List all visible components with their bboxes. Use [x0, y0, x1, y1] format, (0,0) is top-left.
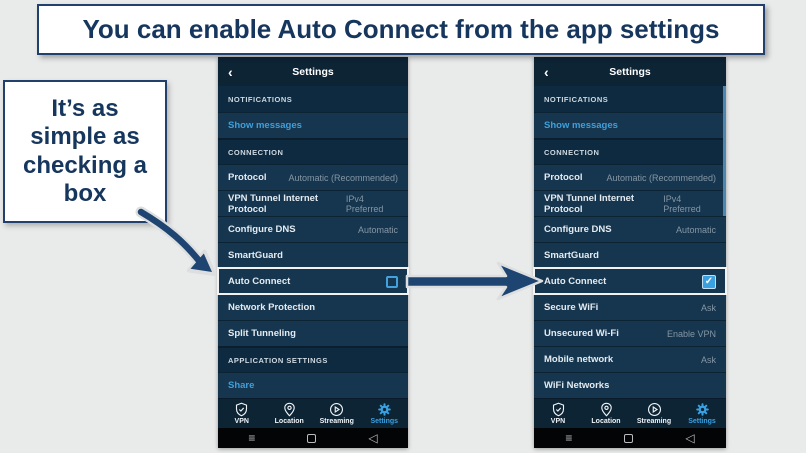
tab-vpn[interactable]: VPN [218, 399, 266, 428]
settings-row-smartguard[interactable]: SmartGuard [218, 242, 408, 268]
settings-row-unsecured-wifi[interactable]: Unsecured Wi-Fi Enable VPN [534, 320, 726, 346]
section-header-notifications: NOTIFICATIONS [534, 86, 726, 112]
settings-row-split-tunneling[interactable]: Split Tunneling [218, 320, 408, 346]
scrollbar-thumb[interactable] [723, 86, 726, 216]
callout-text: It’s as simple as checking a box [22, 94, 148, 207]
settings-row-network-protection[interactable]: Network Protection [218, 294, 408, 320]
settings-row-vpn-tunnel-protocol[interactable]: VPN Tunnel Internet Protocol IPv4 Prefer… [218, 190, 408, 216]
nav-home-icon[interactable] [624, 433, 634, 443]
settings-row-auto-connect[interactable]: Auto Connect [217, 267, 409, 295]
settings-row-share[interactable]: Share [218, 372, 408, 398]
phone1-settings-list: NOTIFICATIONS Show messages CONNECTION P… [217, 86, 409, 398]
tab-vpn[interactable]: VPN [534, 399, 582, 428]
phone2-settings-header: ‹ Settings [534, 57, 726, 86]
tab-settings[interactable]: Settings [361, 399, 409, 428]
auto-connect-checkbox-unchecked[interactable] [386, 275, 398, 288]
map-pin-icon [282, 402, 297, 417]
phone1-tab-bar: VPN Location Streaming [218, 398, 408, 428]
section-header-connection: CONNECTION [218, 138, 408, 164]
settings-row-mobile-network[interactable]: Mobile network Ask [534, 346, 726, 372]
map-pin-icon [599, 402, 614, 417]
tab-settings[interactable]: Settings [678, 399, 726, 428]
phone2-screenshot: ‹ Settings NOTIFICATIONS Show messages C… [533, 57, 727, 448]
settings-row-protocol[interactable]: Protocol Automatic (Recommended) [218, 164, 408, 190]
gear-icon [695, 402, 710, 417]
phone1-screenshot: ‹ Settings NOTIFICATIONS Show messages C… [217, 57, 409, 448]
settings-row-secure-wifi[interactable]: Secure WiFi Ask [534, 294, 726, 320]
settings-row-configure-dns[interactable]: Configure DNS Automatic [534, 216, 726, 242]
nav-menu-icon[interactable]: ≡ [565, 431, 573, 445]
tab-location[interactable]: Location [582, 399, 630, 428]
page-title: Settings [609, 65, 651, 78]
title-banner: You can enable Auto Connect from the app… [37, 4, 765, 55]
title-banner-text: You can enable Auto Connect from the app… [82, 14, 720, 44]
back-chevron-icon[interactable]: ‹ [544, 63, 549, 80]
tab-streaming[interactable]: Streaming [630, 399, 678, 428]
section-header-connection: CONNECTION [534, 138, 726, 164]
phone2-settings-list: NOTIFICATIONS Show messages CONNECTION P… [533, 86, 727, 398]
phone2-tab-bar: VPN Location Streaming [534, 398, 726, 428]
play-circle-icon [329, 402, 344, 417]
nav-back-icon[interactable]: ◁ [368, 431, 378, 445]
callout-box: It’s as simple as checking a box [3, 80, 167, 223]
settings-row-configure-dns[interactable]: Configure DNS Automatic [218, 216, 408, 242]
settings-row-wifi-networks[interactable]: WiFi Networks [534, 372, 726, 398]
shield-check-icon [551, 402, 566, 417]
settings-row-vpn-tunnel-protocol[interactable]: VPN Tunnel Internet Protocol IPv4 Prefer… [534, 190, 726, 216]
settings-row-smartguard[interactable]: SmartGuard [534, 242, 726, 268]
auto-connect-checkbox-checked[interactable]: ✓ [702, 274, 716, 289]
between-phones-arrow-icon [405, 261, 544, 301]
play-circle-icon [647, 402, 662, 417]
settings-row-show-messages[interactable]: Show messages [534, 112, 726, 138]
section-header-application-settings: APPLICATION SETTINGS [218, 346, 408, 372]
phone2-android-nav-bar: ≡ ◁ [534, 428, 726, 448]
settings-row-auto-connect[interactable]: Auto Connect ✓ [533, 267, 727, 295]
section-header-notifications: NOTIFICATIONS [218, 86, 408, 112]
nav-home-icon[interactable] [307, 433, 317, 443]
tab-location[interactable]: Location [266, 399, 314, 428]
settings-row-show-messages[interactable]: Show messages [218, 112, 408, 138]
nav-back-icon[interactable]: ◁ [685, 431, 695, 445]
checkmark-icon: ✓ [704, 275, 714, 287]
nav-menu-icon[interactable]: ≡ [248, 431, 256, 445]
tab-streaming[interactable]: Streaming [313, 399, 361, 428]
settings-row-protocol[interactable]: Protocol Automatic (Recommended) [534, 164, 726, 190]
phone1-settings-header: ‹ Settings [218, 57, 408, 86]
gear-icon [377, 402, 392, 417]
back-chevron-icon[interactable]: ‹ [228, 63, 233, 80]
phone1-android-nav-bar: ≡ ◁ [218, 428, 408, 448]
shield-check-icon [234, 402, 249, 417]
page-title: Settings [292, 65, 334, 78]
